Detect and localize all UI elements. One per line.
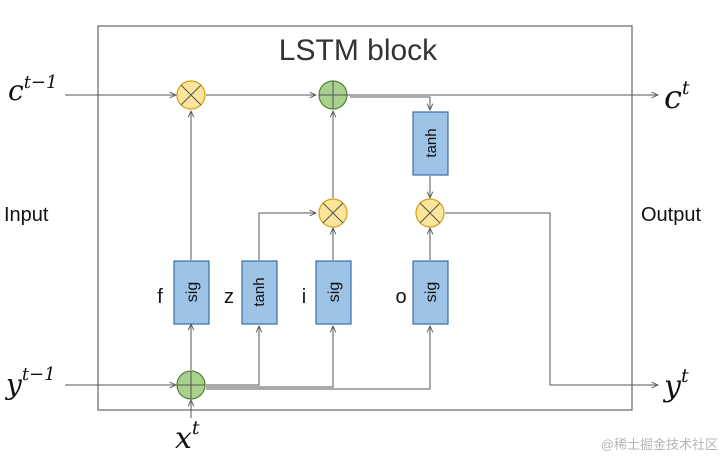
gate-i-box <box>315 260 352 325</box>
label-c-prev: ct−1 <box>8 72 57 107</box>
label-y: yt <box>662 365 689 404</box>
label-output: Output <box>641 204 701 226</box>
forget-multiply-node <box>176 80 206 110</box>
gate-f-letter: f <box>157 286 163 308</box>
block-title: LSTM block <box>279 34 438 67</box>
connections <box>65 95 658 418</box>
cell-tanh: tanh <box>412 111 449 176</box>
cell-to-tanh <box>350 96 430 110</box>
label-c: ct <box>664 77 690 116</box>
gate-o-letter: o <box>395 286 406 308</box>
label-y-prev: yt−1 <box>4 364 56 401</box>
gate-f-box <box>173 260 210 325</box>
gate-o-box <box>412 260 449 325</box>
cell-add-node <box>318 80 348 110</box>
input-concat-node <box>176 370 206 400</box>
gate-z-letter: z <box>224 286 234 308</box>
gate-o-fn: sig <box>423 282 440 302</box>
cell-tanh-box <box>412 111 449 176</box>
gate-f: sig f <box>157 260 210 325</box>
lstm-block-frame <box>97 25 633 411</box>
gate-z-fn: tanh <box>251 277 268 306</box>
gate-i-fn: sig <box>326 282 343 302</box>
z-to-mult <box>258 213 316 260</box>
gate-f-fn: sig <box>184 282 201 302</box>
output-multiply-node <box>415 198 445 228</box>
label-x: xt <box>175 417 200 456</box>
gate-z-box <box>241 260 278 325</box>
output-line <box>445 212 658 385</box>
gate-o: sig o <box>395 260 449 325</box>
watermark: @稀土掘金技术社区 <box>601 437 718 452</box>
input-multiply-node <box>318 198 348 228</box>
concat-to-o <box>206 326 430 390</box>
gate-i: sig i <box>302 260 352 325</box>
gate-i-letter: i <box>302 286 306 308</box>
gate-z: tanh z <box>224 260 278 325</box>
label-input: Input <box>4 204 49 226</box>
cell-tanh-fn: tanh <box>423 128 440 157</box>
concat-to-z <box>206 326 259 386</box>
concat-to-i <box>206 326 333 388</box>
